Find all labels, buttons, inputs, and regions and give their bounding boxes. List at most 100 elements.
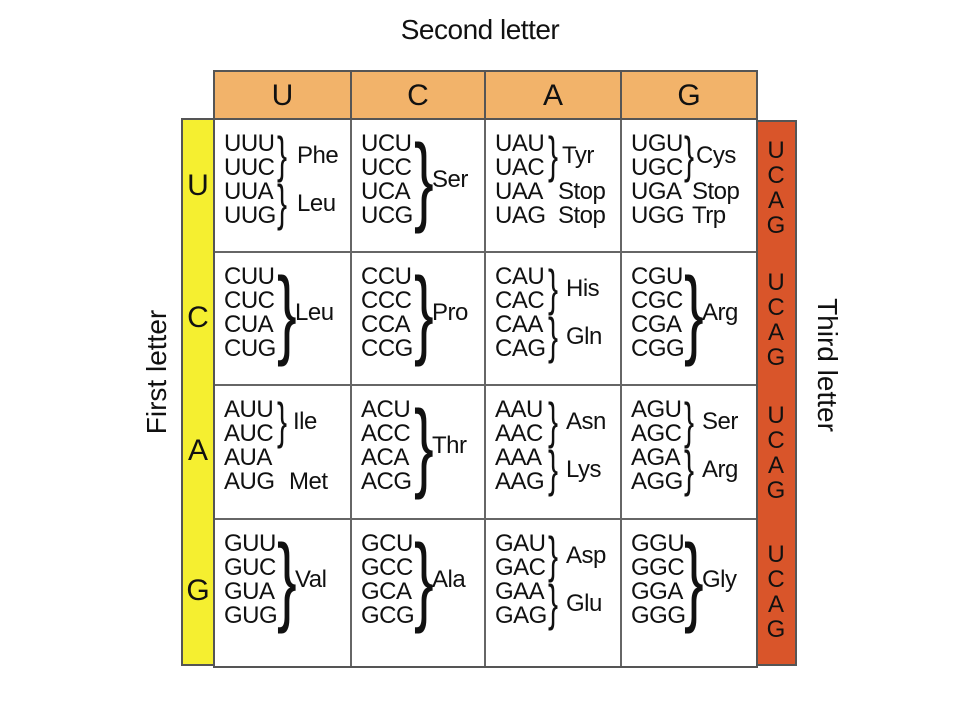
codon: GGG [631, 602, 686, 629]
codon: AAG [495, 468, 545, 495]
amino-acid-label: Cys [696, 142, 736, 169]
codon: GGC [631, 554, 685, 581]
codon: CGG [631, 335, 685, 362]
third-letter: U [767, 541, 785, 568]
codon: UGG [631, 202, 685, 229]
codon: UAC [495, 154, 545, 181]
brace: } [414, 390, 434, 500]
codon: AUA [224, 444, 272, 471]
third-letter: G [766, 477, 786, 504]
codon: GUC [224, 554, 276, 581]
codon: AAU [495, 396, 543, 423]
third-letter: G [766, 343, 786, 371]
codon: AGU [631, 396, 682, 423]
brace: } [684, 524, 704, 634]
codon: UUA [224, 178, 274, 205]
codon: GAU [495, 530, 546, 557]
codon: CCC [361, 287, 412, 314]
codon: GCA [361, 578, 412, 605]
codon: CUG [224, 335, 276, 362]
third-letter-label: Third letter [812, 298, 843, 432]
codon: GUU [224, 530, 276, 557]
codon: UCG [361, 202, 413, 229]
amino-acid-label: Ser [702, 408, 738, 435]
third-letter: C [767, 293, 785, 321]
first-letter-label: First letter [141, 309, 172, 435]
amino-acid-label: Stop [558, 202, 606, 229]
amino-acid-label: Leu [297, 190, 336, 217]
codon: CAC [495, 287, 545, 314]
amino-acid-label: Leu [295, 299, 334, 326]
codon: CGC [631, 287, 683, 314]
brace: } [548, 260, 559, 316]
codon: AAC [495, 420, 543, 447]
brace: } [414, 524, 434, 634]
codon: ACA [361, 444, 409, 471]
first-letter-column: U C A G [181, 118, 215, 666]
codon: UCA [361, 178, 411, 205]
codon: CUU [224, 263, 275, 290]
third-letter: A [767, 452, 784, 479]
third-letter: C [767, 427, 785, 454]
second-letter-a: A [486, 72, 622, 120]
codon: CUA [224, 311, 274, 338]
brace: } [277, 393, 288, 449]
codon: CAA [495, 311, 543, 338]
codon: CCU [361, 263, 412, 290]
codon: UUG [224, 202, 276, 229]
codon: GGU [631, 530, 685, 557]
amino-acid-label: Phe [297, 142, 339, 169]
amino-acid-label: Ile [293, 408, 317, 435]
amino-acid-label: Arg [702, 456, 738, 483]
codon: GGA [631, 578, 683, 605]
third-letter: C [767, 161, 785, 189]
codon: AGA [631, 444, 681, 471]
third-letter: C [767, 566, 785, 593]
amino-acid-label: His [566, 275, 600, 302]
amino-acid-label: Thr [432, 432, 467, 459]
first-letter-a: A [187, 434, 208, 467]
codon: CAG [495, 335, 546, 362]
codon: CAU [495, 263, 545, 290]
amino-acid-label: Asp [566, 542, 606, 569]
amino-acid-label: Glu [566, 590, 602, 617]
brace: } [548, 308, 559, 364]
codon: UAA [495, 178, 543, 205]
amino-acid-label: Val [295, 566, 327, 593]
codon: UGU [631, 130, 683, 157]
codon: UCU [361, 130, 412, 157]
codon: GAC [495, 554, 546, 581]
codon: UAG [495, 202, 546, 229]
codon: AAA [495, 444, 542, 471]
first-letter-c: C [187, 300, 209, 334]
second-letter-u: U [215, 72, 352, 120]
codon: UGA [631, 178, 682, 205]
second-letter-c: C [352, 72, 486, 120]
amino-acid-label: Stop [692, 178, 740, 205]
brace: } [684, 257, 704, 367]
codon: CUC [224, 287, 275, 314]
third-letter: A [767, 186, 784, 214]
